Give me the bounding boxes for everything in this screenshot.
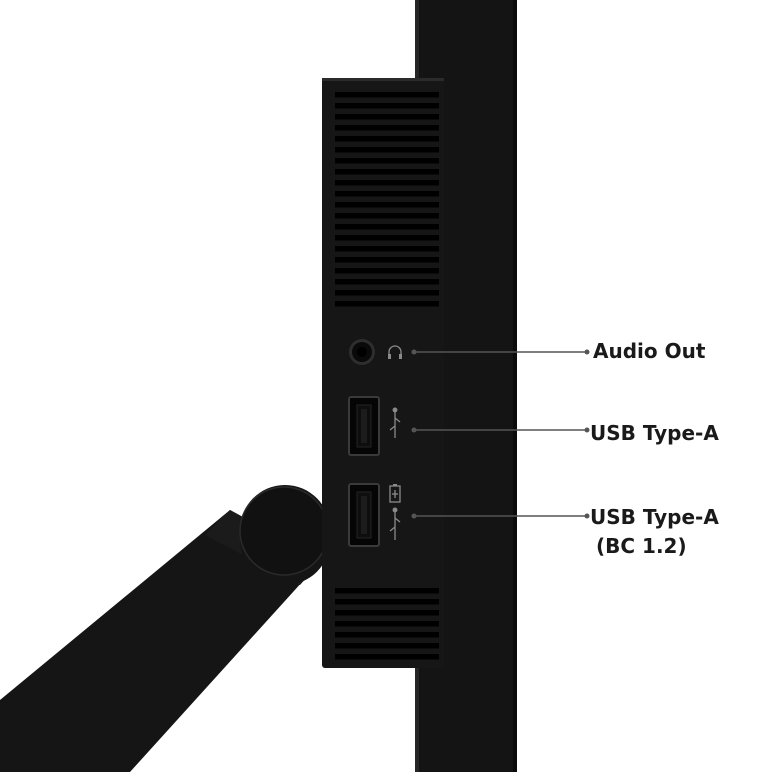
vent-slot (335, 610, 439, 616)
vent-slot (335, 588, 439, 594)
label-usb-type-a-bc: USB Type-A (590, 505, 719, 529)
superspeed-usb-icon (389, 507, 401, 540)
vent-slot (335, 279, 439, 285)
vent-slot (335, 114, 439, 120)
vent-slot (335, 125, 439, 131)
label-audio-out: Audio Out (593, 339, 706, 363)
audio-jack-port (349, 339, 375, 365)
vent-slot (335, 654, 439, 660)
vent-slot (335, 632, 439, 638)
vent-slot (335, 136, 439, 142)
label-usb-type-a: USB Type-A (590, 421, 719, 445)
callout-audio-out (411, 349, 590, 355)
usb-a-port-charging (348, 483, 380, 547)
stand-hinge (239, 485, 330, 585)
io-module (322, 78, 444, 668)
callout-usb-type-a-bc (411, 513, 590, 519)
vent-slot (335, 621, 439, 627)
vent-slot (335, 103, 439, 109)
vent-slot (335, 301, 439, 307)
headphone-icon (388, 345, 402, 359)
vent-slot (335, 599, 439, 605)
vent-slot (335, 92, 439, 98)
label-bc-1-2: (BC 1.2) (596, 534, 687, 558)
vent-slot (335, 158, 439, 164)
vent-slot (335, 224, 439, 230)
vent-slot (335, 268, 439, 274)
vent-slot (335, 169, 439, 175)
vent-slot (335, 191, 439, 197)
battery-charging-icon (389, 484, 401, 503)
vent-slot (335, 246, 439, 252)
vent-slot (335, 257, 439, 263)
vent-slot (335, 147, 439, 153)
vent-slot (335, 202, 439, 208)
vent-slot (335, 235, 439, 241)
vent-slot (335, 290, 439, 296)
callout-usb-type-a (411, 427, 590, 433)
superspeed-usb-icon (389, 407, 401, 438)
vent-slot (335, 180, 439, 186)
vent-slot (335, 213, 439, 219)
usb-a-port (348, 396, 380, 456)
lower-vent-grille (335, 588, 439, 660)
vent-slot (335, 643, 439, 649)
upper-vent-grille (335, 92, 439, 307)
